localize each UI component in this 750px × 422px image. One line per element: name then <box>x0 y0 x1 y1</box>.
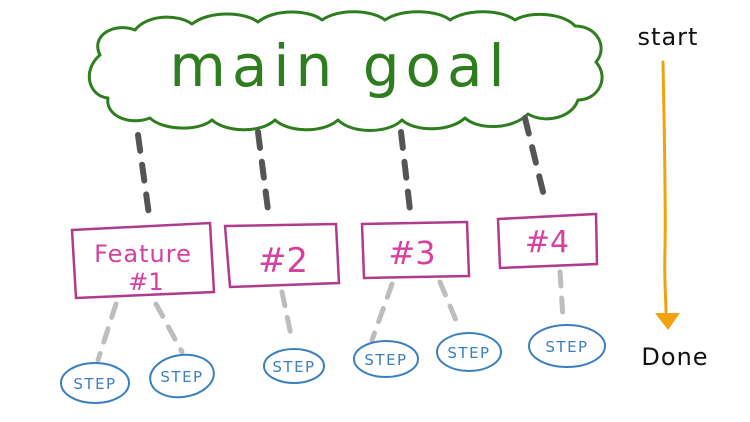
feature-box-3: #3 <box>360 220 471 280</box>
goal-label: main goal <box>169 32 510 100</box>
step-6-label: STEP <box>545 338 588 356</box>
step-connector-5 <box>437 279 463 333</box>
goal-connector-4 <box>522 115 548 203</box>
step-2-label: STEP <box>160 368 203 386</box>
step-1-label: STEP <box>73 375 116 393</box>
step-oval-2: STEP <box>149 353 215 399</box>
timeline-start-label: start <box>638 23 699 51</box>
feature-1-line1: Feature <box>94 240 192 268</box>
step-4-label: STEP <box>364 351 407 369</box>
step-3-label: STEP <box>272 358 315 376</box>
timeline-arrowhead-icon <box>655 313 680 330</box>
step-connector-3 <box>279 289 295 343</box>
step-oval-5: STEP <box>436 332 502 372</box>
step-connector-2 <box>153 301 185 355</box>
feature-box-1: Feature #1 <box>70 221 216 300</box>
step-connector-6 <box>557 269 566 321</box>
feature-box-4: #4 <box>496 212 599 270</box>
timeline-end-label: Done <box>641 343 708 371</box>
step-connector-4 <box>369 281 395 343</box>
feature-3-label: #3 <box>388 234 435 272</box>
step-5-label: STEP <box>447 344 490 362</box>
step-oval-6: STEP <box>528 324 606 368</box>
feature-2-label: #2 <box>258 241 308 281</box>
step-oval-3: STEP <box>263 348 325 384</box>
goal-cloud <box>87 10 604 132</box>
step-oval-4: STEP <box>353 340 419 378</box>
timeline-arrow-shaft <box>661 60 668 314</box>
goal-connector-2 <box>255 129 271 213</box>
feature-4-label: #4 <box>525 225 569 260</box>
goal-connector-1 <box>135 132 153 225</box>
step-oval-1: STEP <box>60 362 130 404</box>
feature-1-line2: #1 <box>128 268 163 296</box>
step-connector-1 <box>95 301 119 363</box>
goal-connector-3 <box>398 129 413 213</box>
feature-box-2: #2 <box>223 222 341 289</box>
